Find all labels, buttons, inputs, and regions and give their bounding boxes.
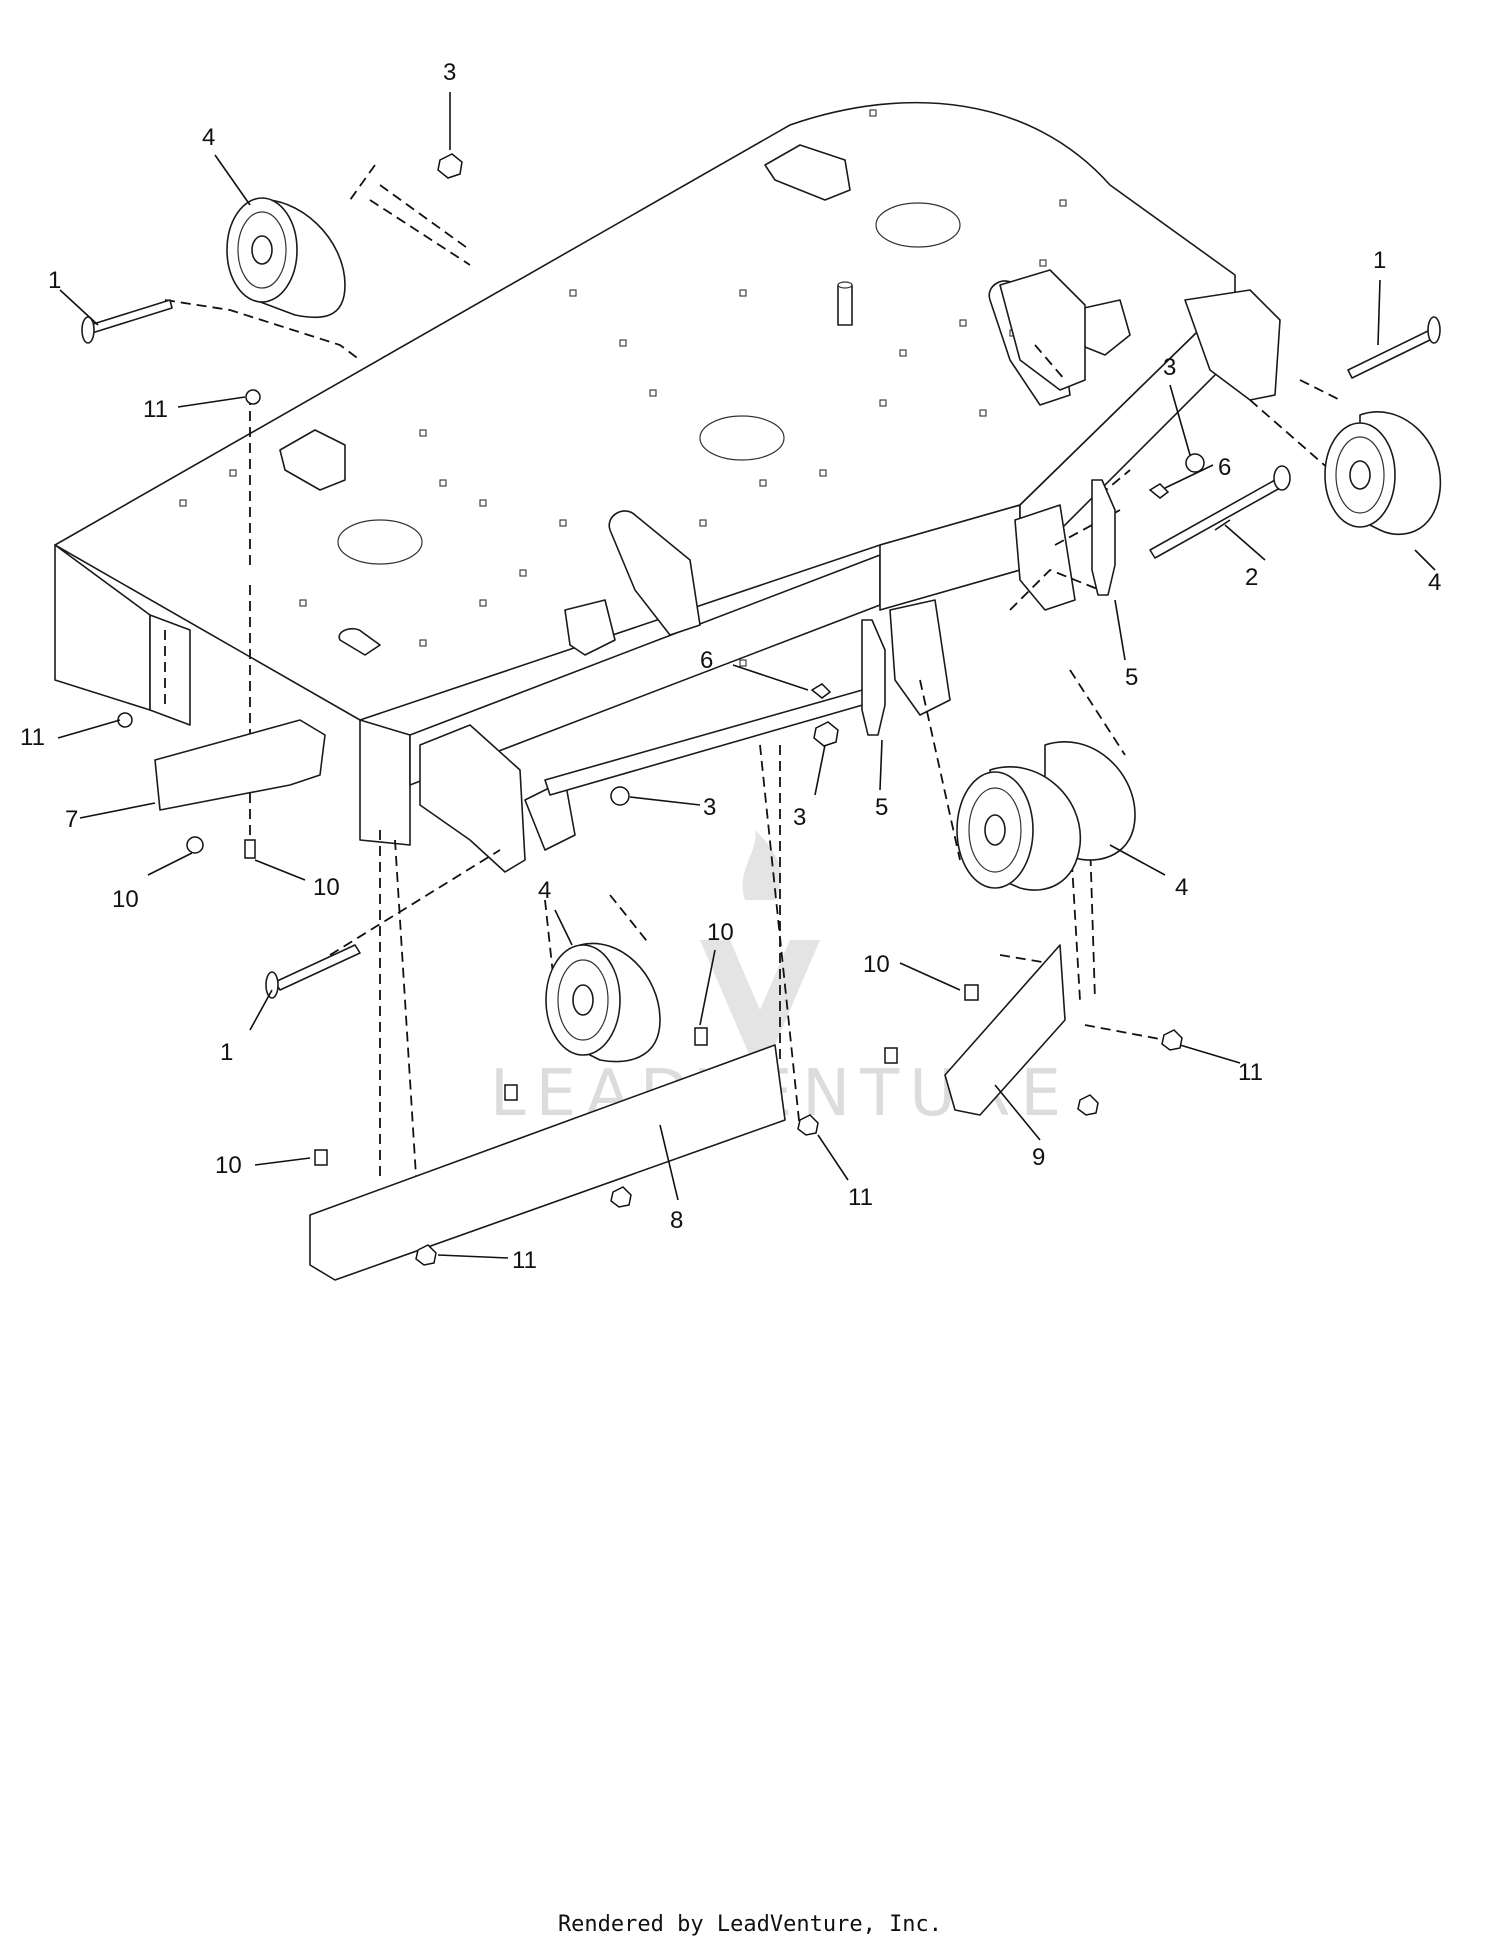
axle-bolt-rear-left [81, 299, 173, 344]
callout-10-right: 10 [863, 951, 890, 978]
assembly-lines [164, 164, 1341, 1241]
wheel-front-right-double [956, 741, 1136, 891]
callout-5-front: 5 [875, 794, 888, 821]
front-panel-8 [309, 1044, 786, 1281]
callout-3-front-nut: 3 [793, 804, 806, 831]
callout-11-deck: 11 [143, 396, 168, 423]
callout-3-top: 3 [443, 59, 456, 86]
callout-10-center: 10 [707, 919, 734, 946]
callout-7-panel: 7 [65, 806, 78, 833]
hardware [117, 153, 1205, 1266]
callout-1-rear-left: 1 [48, 267, 61, 294]
callout-11-lower-center: 11 [848, 1184, 873, 1211]
callout-2-rod: 2 [1245, 564, 1258, 591]
callout-11-right: 11 [1238, 1059, 1263, 1086]
callout-11-lower-left: 11 [512, 1247, 537, 1274]
callout-8-panel: 8 [670, 1207, 683, 1234]
callout-4-rear-left: 4 [202, 124, 215, 151]
wheel-mount-plates [419, 269, 1281, 873]
callout-4-front: 4 [538, 877, 551, 904]
callout-1-rear-right: 1 [1373, 247, 1386, 274]
wheel-front-center [545, 942, 661, 1063]
callout-3-front: 3 [703, 794, 716, 821]
wheel-rear-right [1324, 411, 1442, 536]
callout-6-front: 6 [700, 647, 713, 674]
callout-leaders [57, 92, 1436, 1259]
callout-9-panel: 9 [1032, 1144, 1045, 1171]
wheel-rear-left [226, 197, 346, 319]
callout-4-front-right: 4 [1175, 874, 1188, 901]
deck-body [54, 101, 1236, 846]
callout-10-left-lower: 10 [313, 874, 340, 901]
side-panel-9 [944, 944, 1066, 1116]
callout-10-left: 10 [112, 886, 139, 913]
callout-numbers: 3 4 1 11 1 3 6 2 4 5 6 11 7 10 10 3 3 5 … [20, 59, 1441, 1274]
bracket-front [861, 619, 886, 736]
footer-credit: Rendered by LeadVenture, Inc. [557, 1912, 943, 1937]
callout-5-right: 5 [1125, 664, 1138, 691]
axle-rod-right [1149, 465, 1291, 559]
callout-1-front: 1 [220, 1039, 233, 1066]
axle-bolt-front [265, 944, 361, 999]
axle-bolt-rear-right [1347, 316, 1441, 379]
side-panel-7 [154, 719, 326, 811]
bracket-right [1091, 479, 1116, 596]
callout-10-lower-left: 10 [215, 1152, 242, 1179]
callout-6-right: 6 [1218, 454, 1231, 481]
callout-11-left: 11 [20, 724, 45, 751]
callout-3-right: 3 [1163, 354, 1176, 381]
callout-4-rear-right: 4 [1428, 569, 1441, 596]
